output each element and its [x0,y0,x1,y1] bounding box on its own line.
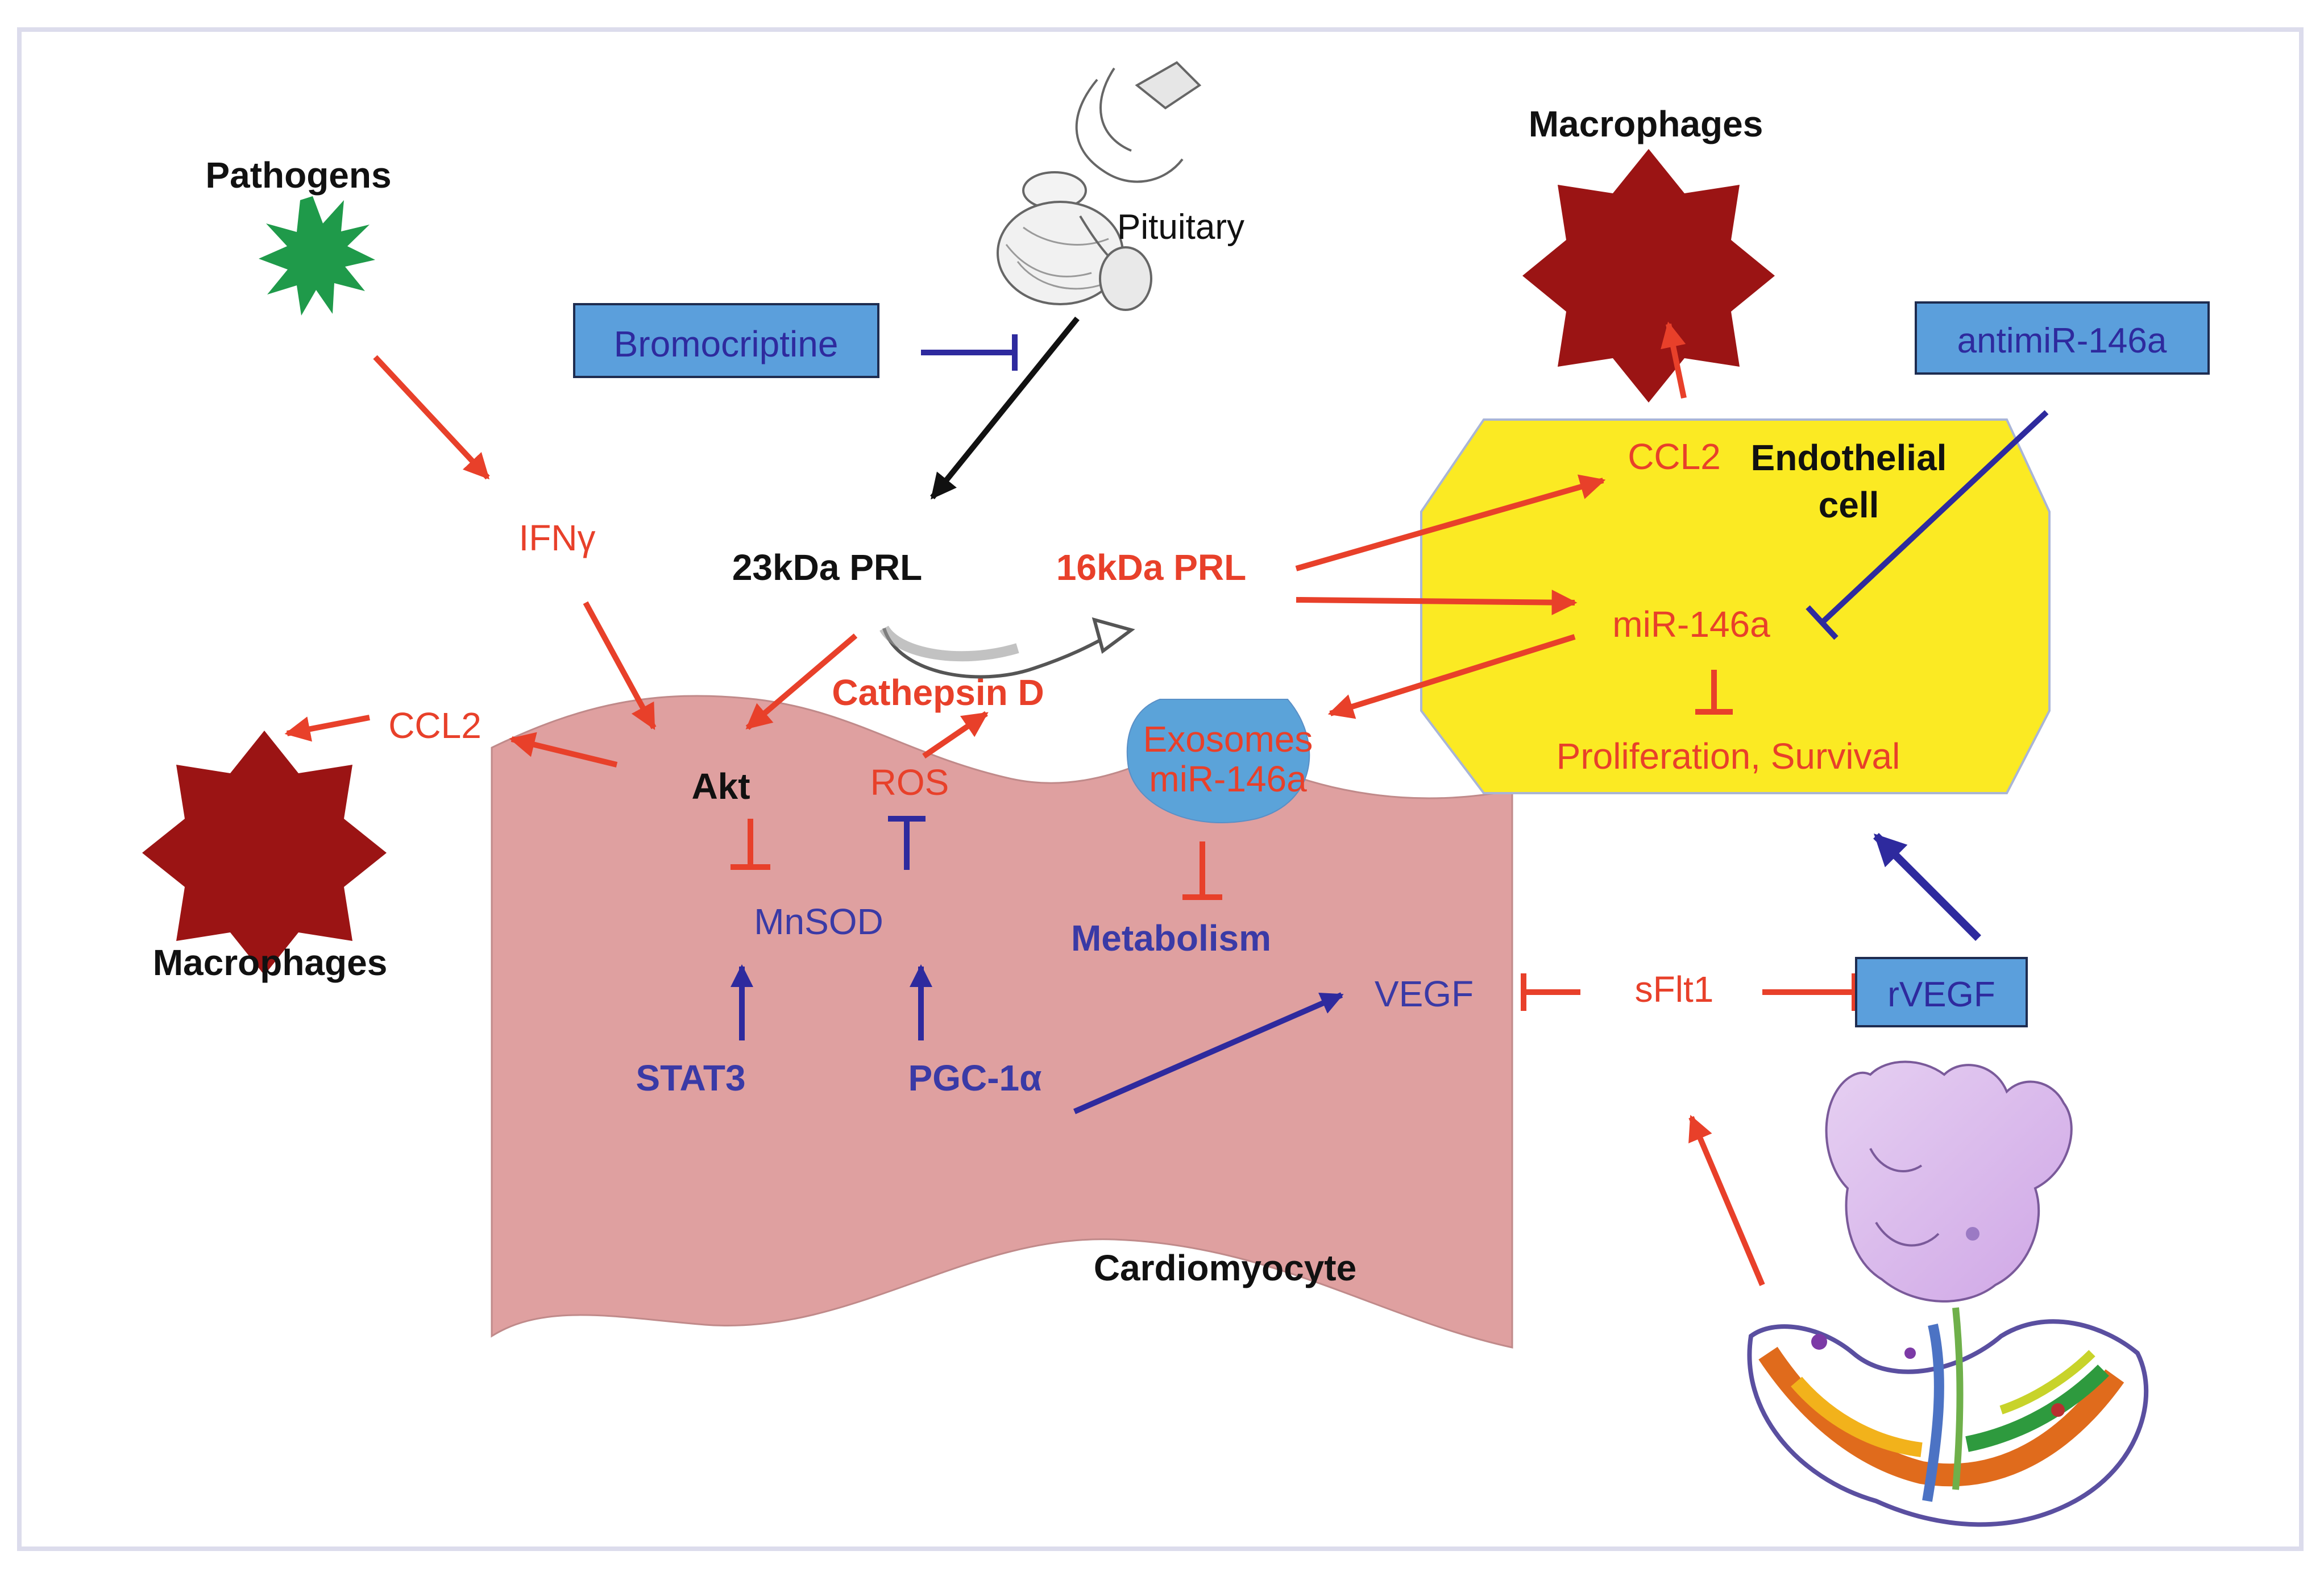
inhibit-bromocriptine-pituitary [921,334,1018,371]
prolif-label: Proliferation, Survival [1557,736,1900,777]
macrophages-top-label: Macrophages [1529,103,1763,144]
akt-label: Akt [691,766,750,807]
mnsod-label: MnSOD [754,901,883,942]
arrow-rvegf-endothelial [1873,833,1981,941]
arrow-ros-cathepsin [922,711,989,759]
metabolism-label: Metabolism [1071,918,1271,959]
antimir-label: antimiR-146a [1957,321,2167,360]
inhibit-sflt1-rvegf [1762,973,1857,1011]
exosomes-label-line2: miR-146a [1149,758,1307,799]
arrow-prl16-mir146a [1296,590,1578,616]
macrophage-top-icon [1522,149,1775,403]
arrow-ifng-akt [583,601,657,730]
prl16-label: 16kDa PRL [1056,547,1246,588]
ros-label: ROS [870,762,949,803]
pathogens-label: Pathogens [205,155,391,196]
endothelial-cell [1420,418,2051,794]
inhibit-mir146a-prolif [1695,670,1733,715]
cardiomyocyte-label: Cardiomyocyte [1094,1247,1356,1288]
arrow-cathepsin-conversion [879,617,1135,679]
bromocriptine-label: Bromocriptine [614,324,839,364]
arrow-ccl2-macrophage [284,715,370,742]
endothelial-label-line1: Endothelial [1751,437,1947,478]
stat3-label: STAT3 [636,1058,745,1098]
exosomes-label-line1: Exosomes [1143,719,1313,760]
pituitary-label: Pituitary [1117,208,1244,247]
exosome-shape [1126,699,1310,823]
sflt1-label: sFlt1 [1635,969,1714,1010]
arrow-prl23-akt [745,633,858,730]
arrow-placenta-sflt1 [1688,1114,1765,1286]
ifng-label: IFNγ [518,517,595,558]
macrophage-left-icon [142,731,387,975]
pituitary-icon [997,61,1202,311]
arrow-akt-ccl2 [509,732,618,768]
prl23-label: 23kDa PRL [732,547,922,588]
macrophages-left-label: Macrophages [153,942,388,983]
ccl2-endothelial-label: CCL2 [1628,436,1721,477]
arrow-pgc1a-vegf [1073,992,1344,1114]
vegf-label: VEGF [1375,973,1474,1014]
arrow-mir146a-exosomes [1327,634,1576,719]
inhibit-exosome-metabolism [1182,841,1222,900]
ccl2-left-label: CCL2 [388,705,482,746]
inhibit-sflt1-vegf [1521,973,1580,1011]
cathepsin-label: Cathepsin D [832,672,1044,713]
bromocriptine-box: Bromocriptine [573,303,879,378]
inhibit-akt-mnsod [731,819,770,870]
antimir-box: antimiR-146a [1915,301,2210,375]
arrow-pituitary-prl23 [930,316,1080,500]
arrow-pathogens-ifng [373,355,490,480]
pathogen-icon [259,196,375,316]
mir146a-label: miR-146a [1612,604,1770,645]
rvegf-label: rVEGF [1887,975,1995,1014]
inhibit-mnsod-ros [888,816,926,870]
rvegf-box: rVEGF [1855,957,2028,1027]
cardiomyocyte-cell [491,695,1513,1349]
arrow-prl16-ccl2 [1295,474,1606,571]
endothelial-label-line2: cell [1819,484,1879,525]
fetus-placenta-icon [1747,1060,2149,1527]
inhibit-antimir-mir146a [1806,410,2049,640]
arrow-endothelial-macrophage [1661,321,1687,399]
pgc1a-label: PGC-1α [908,1058,1042,1098]
